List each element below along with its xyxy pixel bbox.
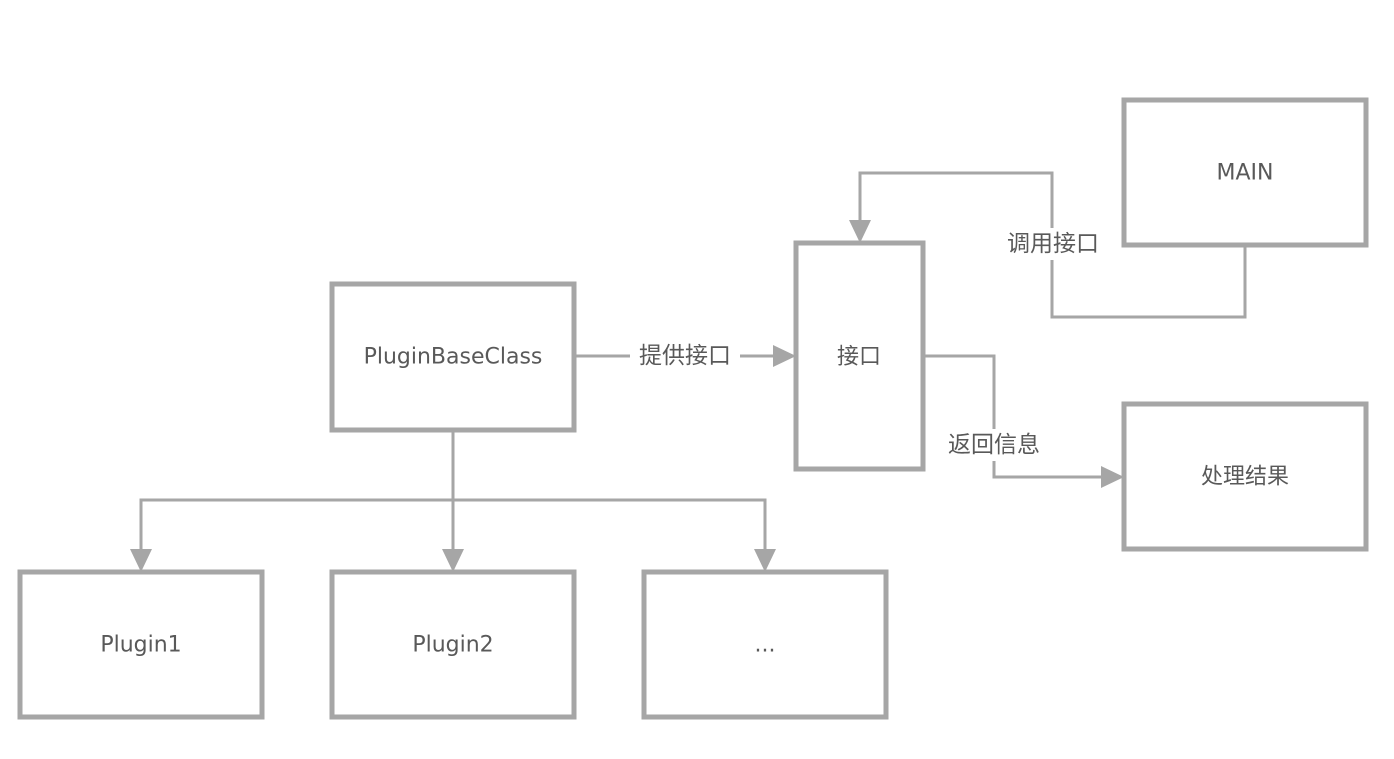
node-plugin-base-class-label: PluginBaseClass bbox=[364, 345, 543, 370]
node-more-label: ... bbox=[755, 633, 776, 658]
arrowhead-to-interface bbox=[773, 345, 796, 367]
node-plugin1-label: Plugin1 bbox=[100, 633, 181, 658]
edge-label-provide-interface-text: 提供接口 bbox=[639, 343, 731, 369]
edge-label-return-info: 返回信息 bbox=[939, 429, 1049, 461]
arrowhead-to-plugin1 bbox=[130, 549, 152, 572]
arrowhead-to-interface-top bbox=[849, 220, 871, 243]
node-plugin1: Plugin1 bbox=[17, 569, 265, 720]
edge-return-info bbox=[923, 354, 1124, 488]
edge-label-call-interface: 调用接口 bbox=[998, 228, 1108, 260]
node-main: MAIN bbox=[1121, 97, 1369, 248]
node-plugin2-label: Plugin2 bbox=[412, 633, 493, 658]
arrowhead-to-plugin2 bbox=[442, 549, 464, 572]
node-result-label: 处理结果 bbox=[1201, 465, 1289, 490]
node-interface-label: 接口 bbox=[837, 345, 881, 370]
arrowhead-to-result bbox=[1101, 466, 1124, 488]
node-more: ... bbox=[641, 569, 889, 720]
node-plugin-base-class: PluginBaseClass bbox=[329, 281, 577, 433]
node-result: 处理结果 bbox=[1121, 401, 1369, 552]
node-interface: 接口 bbox=[793, 240, 926, 472]
edge-inheritance bbox=[130, 430, 776, 572]
node-plugin2: Plugin2 bbox=[329, 569, 577, 720]
arrowhead-to-more bbox=[754, 549, 776, 572]
node-main-label: MAIN bbox=[1217, 161, 1274, 186]
edge-label-call-interface-text: 调用接口 bbox=[1007, 231, 1099, 257]
edge-label-return-info-text: 返回信息 bbox=[948, 432, 1040, 458]
edge-label-provide-interface: 提供接口 bbox=[630, 340, 740, 372]
